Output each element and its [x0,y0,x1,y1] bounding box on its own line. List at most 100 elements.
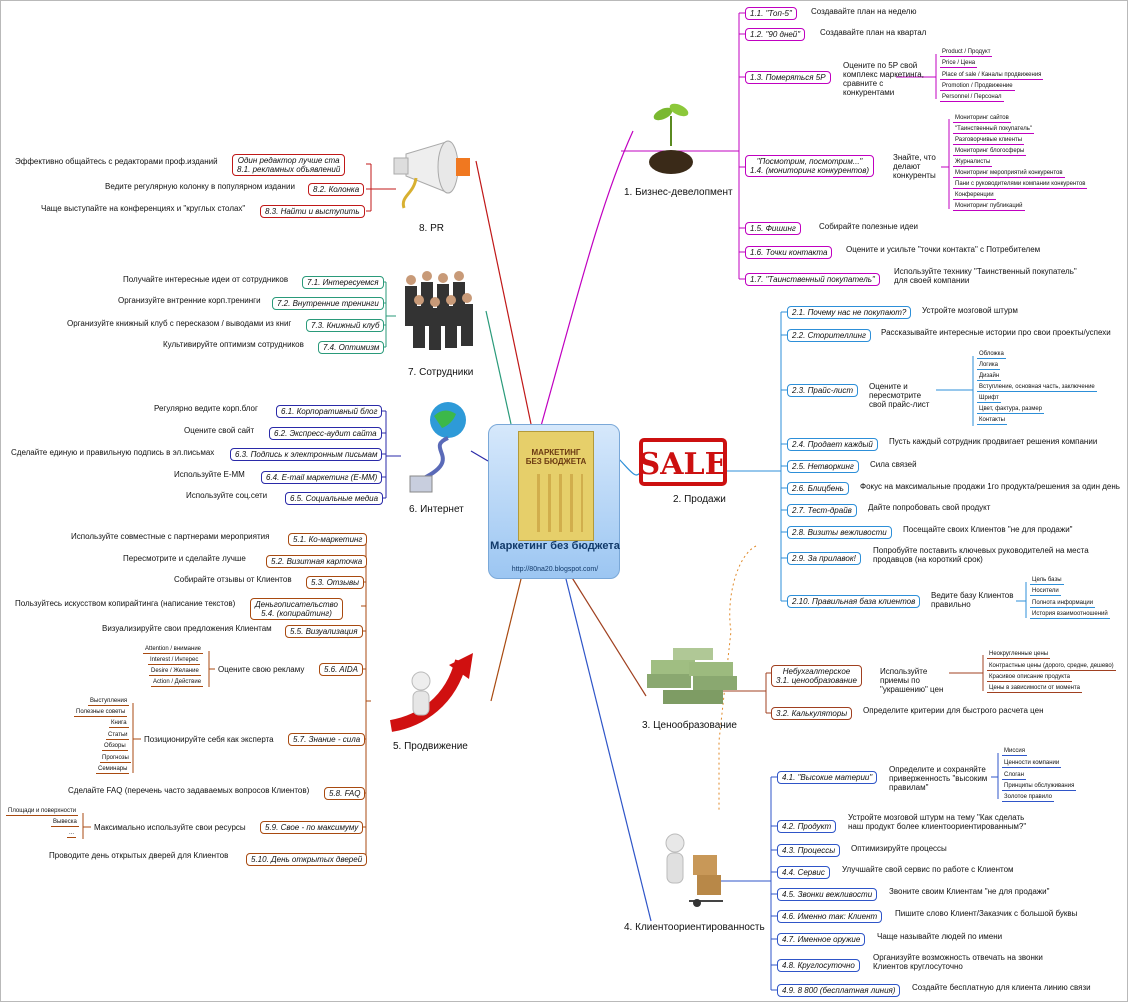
node-3-1-line2: 3.1. ценообразование [776,676,857,685]
rule-item-4: Принципы обслуживания [1002,783,1076,791]
node-1-4-line2: 1.4. (мониторинг конкурентов) [750,166,869,175]
res-item-3: ... [67,830,76,838]
sale-sign-image: SALE [639,436,727,488]
desc-7-4: Культивируйте оптимизм сотрудников [163,340,304,349]
node-2-2[interactable]: 2.2. Сторителлинг [787,329,871,342]
node-2-3[interactable]: 2.3. Прайс-лист [787,384,858,397]
price-item-6: Цвет, фактура, размер [977,406,1044,414]
mon-item-4: Мониторинг блогосферы [953,148,1026,156]
res-item-1: Площади и поверхности [6,808,78,816]
node-5-10[interactable]: 5.10. День открытых дверей [246,853,367,866]
node-7-3[interactable]: 7.3. Книжный клуб [306,319,384,332]
expert-item-4: Статьи [106,732,129,740]
mon-item-6: Мониторинг мероприятий конкурентов [953,170,1065,178]
branch-sales-label[interactable]: 2. Продажи [673,494,726,505]
aida-item-4: Action / Действие [151,679,203,687]
node-2-8[interactable]: 2.8. Визиты вежливости [787,526,892,539]
branch-client-label[interactable]: 4. Клиентоориентированность [624,922,765,933]
node-3-2[interactable]: 3.2. Калькуляторы [771,707,852,720]
node-5-6[interactable]: 5.6. AIDA [319,663,363,676]
rule-item-5: Золотое правило [1002,794,1054,802]
desc-6-2: Оцените свой сайт [184,426,254,435]
desc-6-5: Используйте соц.сети [186,491,267,500]
node-4-2[interactable]: 4.2. Продукт [777,820,836,833]
node-2-10[interactable]: 2.10. Правильная база клиентов [787,595,920,608]
branch-internet-label[interactable]: 6. Интернет [409,504,464,515]
node-6-2[interactable]: 6.2. Экспресс-аудит сайта [269,427,382,440]
rule-item-1: Миссия [1002,748,1027,756]
branch-promo-label[interactable]: 5. Продвижение [393,741,468,752]
node-1-4[interactable]: "Посмотрим, посмотрим..." 1.4. (монитори… [745,155,874,177]
node-2-6[interactable]: 2.6. Блицбень [787,482,849,495]
node-8-1[interactable]: Один редактор лучше ста 8.1. рекламных о… [232,154,345,176]
node-4-9[interactable]: 4.9. 8 800 (бесплатная линия) [777,984,900,997]
desc-5-9: Максимально используйте свои ресурсы [94,823,246,832]
mon-item-2: "Таинственный покупатель" [953,126,1034,134]
node-1-2[interactable]: 1.2. "90 дней" [745,28,805,41]
branch-pricing-label[interactable]: 3. Ценообразование [642,720,737,731]
node-1-3[interactable]: 1.3. Померяться 5P [745,71,831,84]
node-2-9[interactable]: 2.9. За прилавок! [787,552,861,565]
node-1-6[interactable]: 1.6. Точки контакта [745,246,832,259]
branch-staff-label[interactable]: 7. Сотрудники [408,367,473,378]
desc-2-2: Рассказывайте интересные истории про сво… [881,328,1111,337]
node-6-3[interactable]: 6.3. Подпись к электронным письмам [230,448,382,461]
node-6-5[interactable]: 6.5. Социальные медиа [285,492,383,505]
node-4-7[interactable]: 4.7. Именное оружие [777,933,865,946]
node-2-1[interactable]: 2.1. Почему нас не покупают? [787,306,911,319]
book-illustration [529,474,583,532]
node-4-6[interactable]: 4.6. Именно так: Клиент [777,910,882,923]
central-topic[interactable]: МАРКЕТИНГ БЕЗ БЮДЖЕТА Маркетинг без бюдж… [488,424,620,579]
node-4-4[interactable]: 4.4. Сервис [777,866,830,879]
branch-business-label[interactable]: 1. Бизнес-девелопмент [624,187,733,198]
desc-2-5: Сила связей [870,460,917,469]
node-4-8[interactable]: 4.8. Круглосуточно [777,959,860,972]
sprout-image [646,96,696,178]
node-2-5[interactable]: 2.5. Нетворкинг [787,460,859,473]
base-item-1: Цель базы [1030,577,1064,585]
desc-4-5: Звоните своим Клиентам "не для продажи" [889,887,1049,896]
price-item-2: Логика [977,362,1000,370]
expert-item-2: Полезные советы [74,709,127,717]
expert-item-7: Семинары [96,766,129,774]
p5-item-3: Place of sale / Каналы продвижения [940,72,1043,80]
price-item-5: Шрифт [977,395,1001,403]
node-7-4[interactable]: 7.4. Оптимизм [318,341,384,354]
mon-item-7: Пани с руководителями компании конкурент… [953,181,1087,189]
node-3-1[interactable]: Небухгалтерское 3.1. ценообразование [771,665,862,687]
node-5-7[interactable]: 5.7. Знание - сила [288,733,365,746]
node-1-5[interactable]: 1.5. Фишинг [745,222,801,235]
blog-url-link[interactable]: http://80na20.blogspot.com/ [489,566,621,573]
node-6-1[interactable]: 6.1. Корпоративный блог [276,405,382,418]
node-5-5[interactable]: 5.5. Визуализация [285,625,363,638]
node-5-1[interactable]: 5.1. Ко-маркетинг [288,533,367,546]
aida-item-1: Attention / внимание [143,646,203,654]
trick-item-3: Красивое описание продукта [987,674,1072,682]
branch-pr-label[interactable]: 8. PR [419,223,444,234]
mon-item-5: Журналисты [953,159,992,167]
node-7-1[interactable]: 7.1. Интересуемся [302,276,384,289]
node-8-2[interactable]: 8.2. Колонка [308,183,364,196]
central-title: Маркетинг без бюджета [489,540,621,552]
node-5-4[interactable]: Деньгописательство 5.4. (копирайтинг) [250,598,343,620]
node-5-2[interactable]: 5.2. Визитная карточка [266,555,367,568]
desc-5-4: Пользуйтесь искусством копирайтинга (нап… [15,599,235,608]
res-item-2: Вывеска [51,819,79,827]
node-8-3[interactable]: 8.3. Найти и выступить [260,205,365,218]
desc-2-7: Дайте попробовать свой продукт [868,503,990,512]
node-5-8[interactable]: 5.8. FAQ [324,787,365,800]
node-4-5[interactable]: 4.5. Звонки вежливости [777,888,877,901]
node-4-1[interactable]: 4.1. "Высокие материи" [777,771,877,784]
node-2-4[interactable]: 2.4. Продает каждый [787,438,878,451]
node-1-1[interactable]: 1.1. "Топ-5" [745,7,797,20]
expert-item-5: Обзоры [102,743,128,751]
node-7-2[interactable]: 7.2. Внутренние тренинги [272,297,384,310]
desc-5-10: Проводите день открытых дверей для Клиен… [49,851,228,860]
node-2-7[interactable]: 2.7. Тест-драйв [787,504,857,517]
node-5-3[interactable]: 5.3. Отзывы [306,576,364,589]
node-1-7[interactable]: 1.7. "Таинственный покупатель" [745,273,880,286]
node-5-9[interactable]: 5.9. Свое - по максимуму [260,821,363,834]
node-4-3[interactable]: 4.3. Процессы [777,844,840,857]
node-6-4[interactable]: 6.4. E-mail маркетинг (E-MM) [261,471,382,484]
